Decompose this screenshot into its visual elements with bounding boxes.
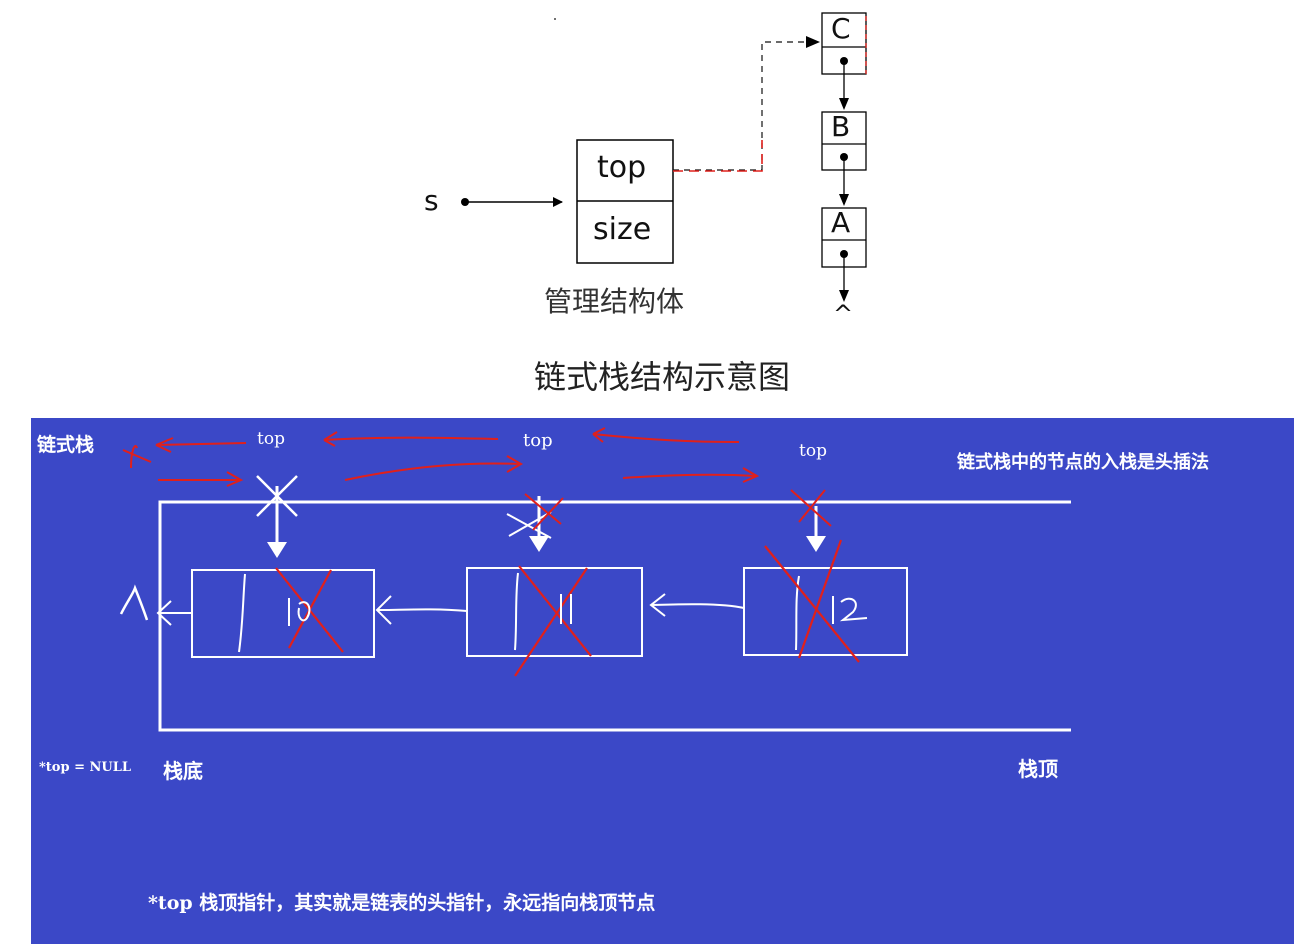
node-a-label: A: [831, 206, 851, 239]
struct-field-size: size: [593, 212, 652, 247]
node-b-label: B: [831, 110, 851, 143]
s-pointer-label: s: [424, 184, 439, 217]
null-symbol: ^: [833, 300, 854, 328]
note-right: 链式栈中的节点的入栈是头插法: [957, 452, 1209, 473]
top-diagram-shapes: [461, 12, 867, 302]
corner-label: 链式栈: [37, 434, 95, 456]
top-label-1: top: [257, 429, 285, 449]
whiteboard-drawing: [119, 427, 1071, 732]
top-label-3: top: [799, 441, 827, 461]
stack-node-12: [743, 567, 908, 656]
top-label-2: top: [523, 430, 553, 451]
footer-note: *top 栈顶指针，其实就是链表的头指针，永远指向栈顶节点: [148, 892, 656, 914]
struct-caption: 管理结构体: [544, 285, 685, 318]
diagram-title: 链式栈结构示意图: [534, 358, 791, 396]
stack-container: [158, 500, 1071, 732]
whiteboard-panel: 链式栈 top top top 链式栈中的节点的入栈是头插法 *top = NU…: [31, 418, 1294, 944]
stack-top-label: 栈顶: [1018, 757, 1058, 781]
stack-bottom-label: 栈底: [163, 759, 203, 783]
bottom-left-code: *top = NULL: [39, 760, 132, 775]
top-to-c-dashed-line: [673, 41, 808, 171]
struct-field-top: top: [597, 150, 647, 185]
stack-node-10: [191, 569, 375, 658]
stack-node-11: [466, 567, 643, 657]
node-c-label: C: [831, 12, 851, 45]
